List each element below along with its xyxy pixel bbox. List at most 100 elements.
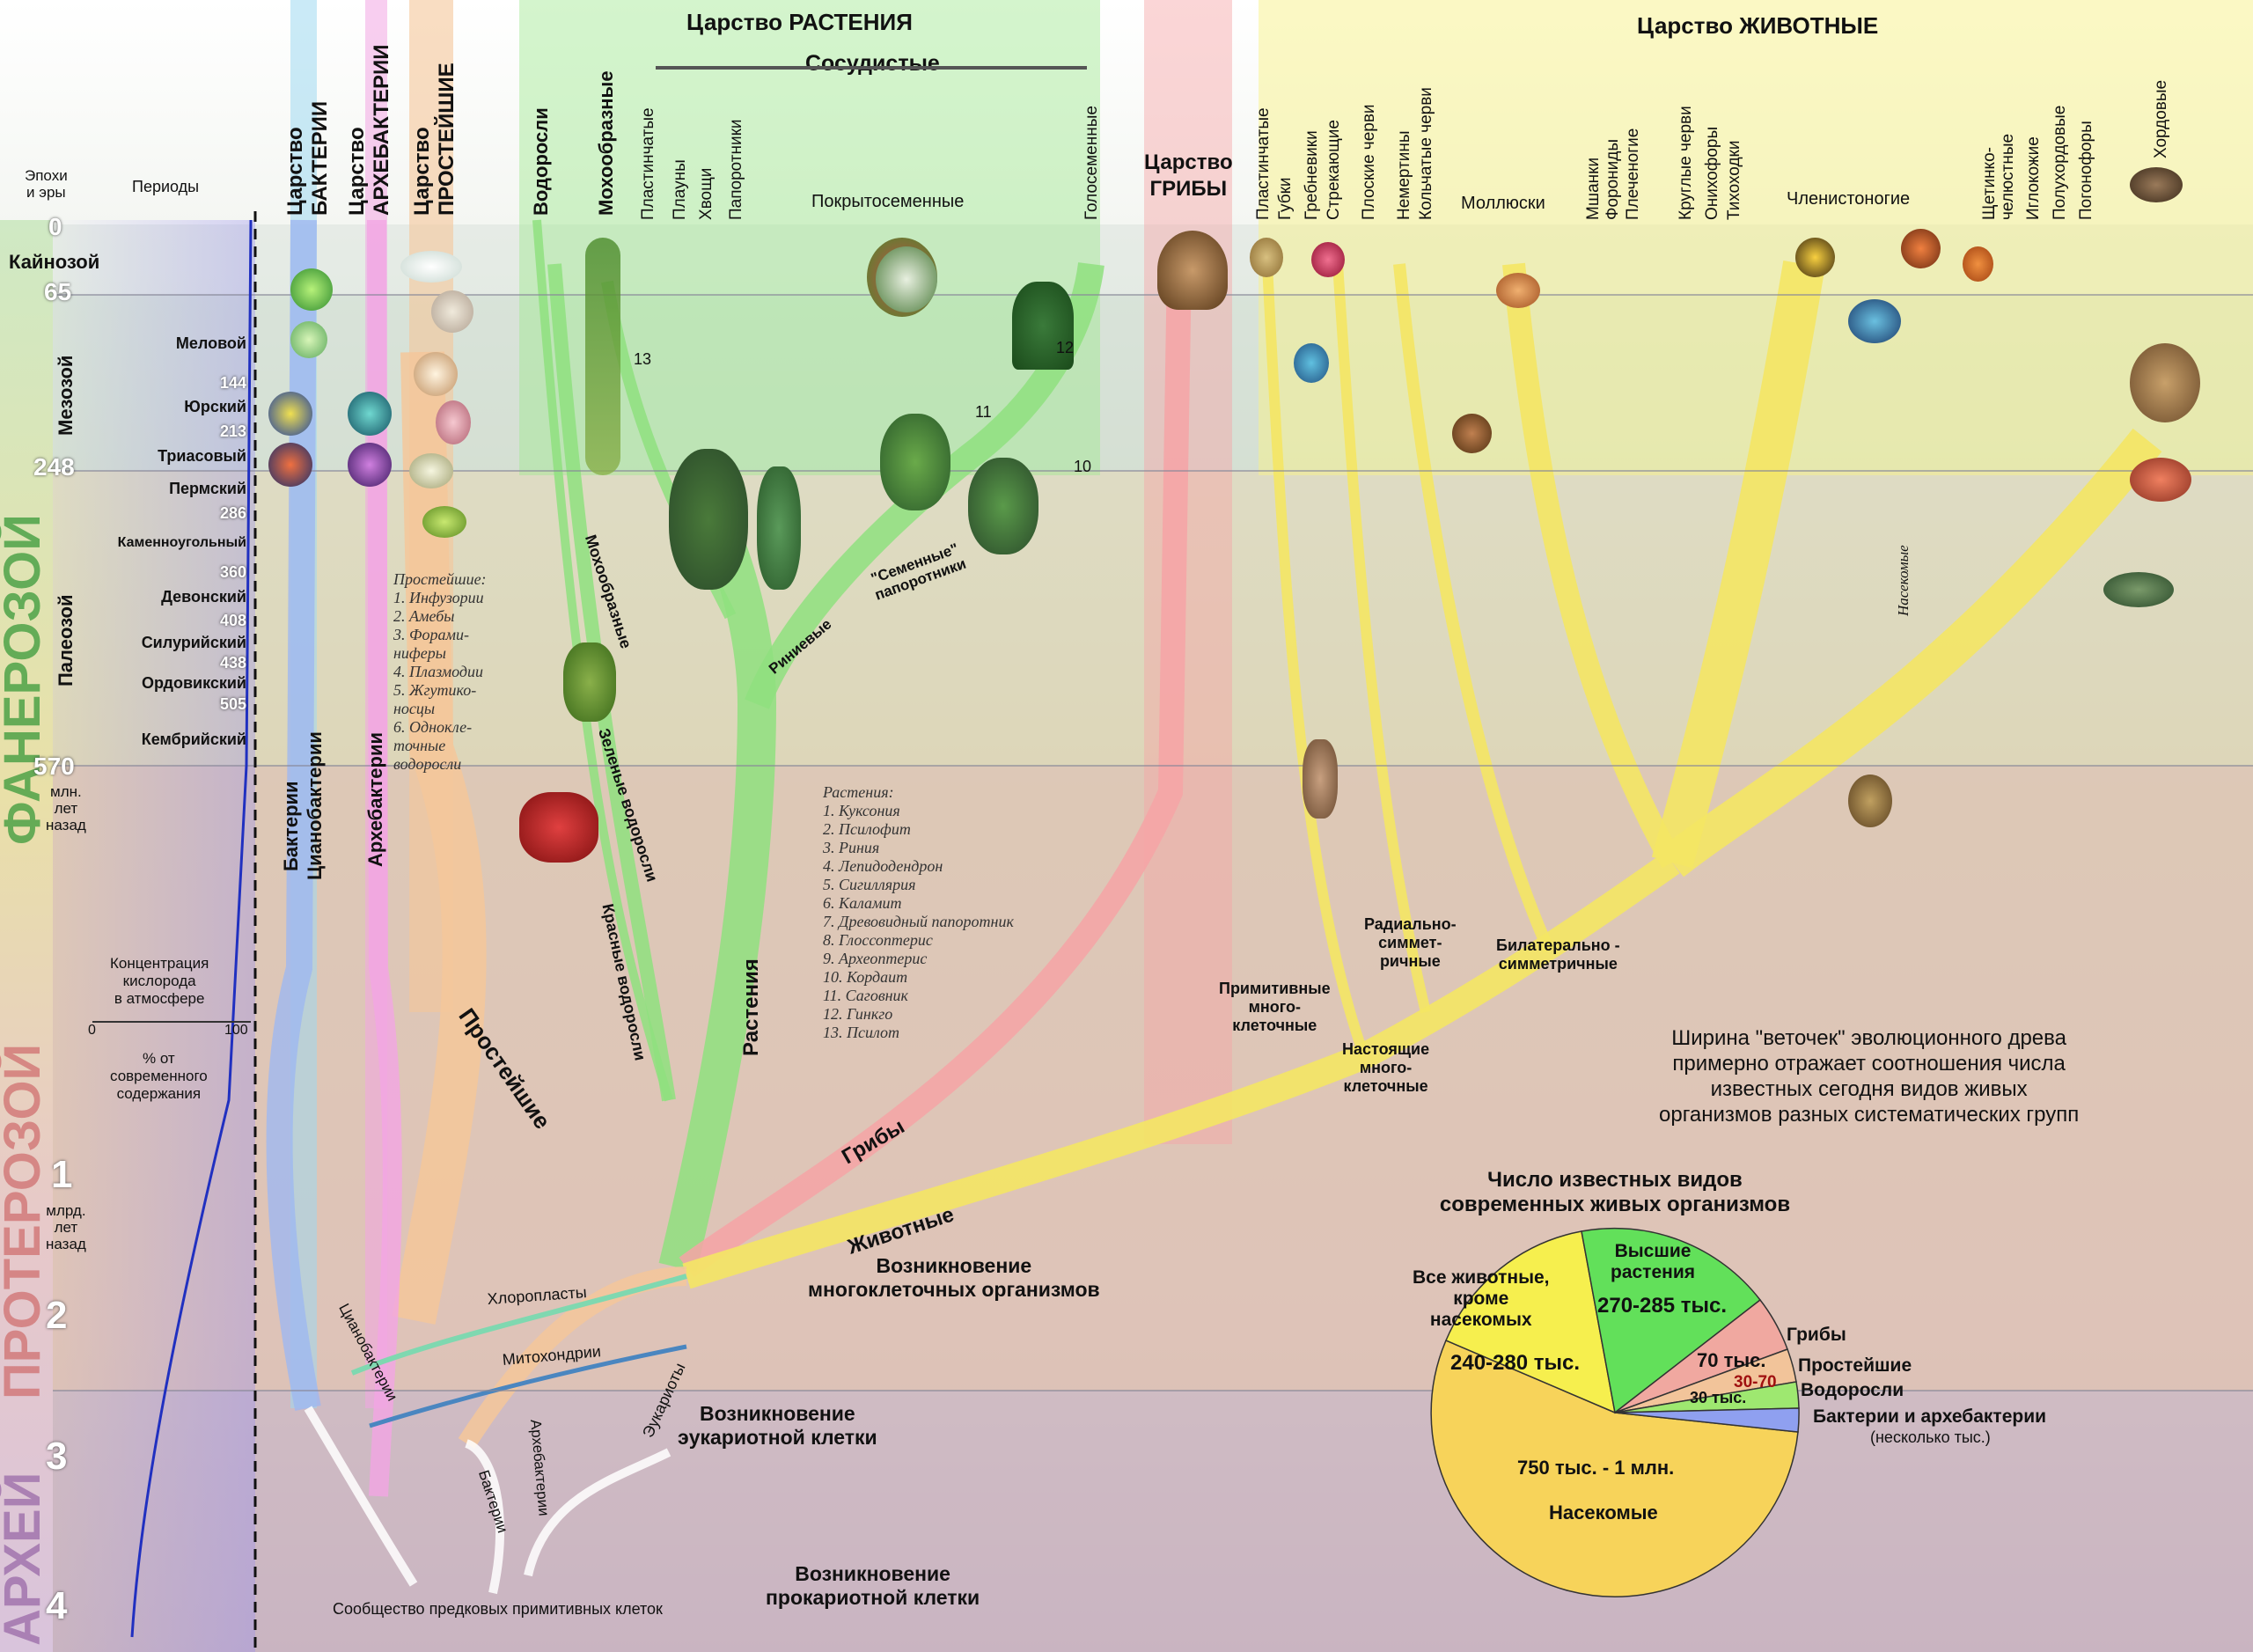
fungi-branch <box>679 263 1192 1278</box>
oxygen-min: 0 <box>88 1023 96 1038</box>
epochs-label: Эпохи и эры <box>25 167 68 201</box>
plant-col-lamellar: Пластинчатые <box>639 107 657 220</box>
event-prokaryotic: Возникновение прокариотной клетки <box>766 1562 980 1609</box>
green-alga-icon <box>563 642 616 722</box>
plants-legend-title: Растения: <box>823 783 894 801</box>
label-bilateral: Билатерально - симметричные <box>1496 936 1620 973</box>
butterfly-icon <box>1901 229 1941 268</box>
animal-col-onychophora: Онихофоры <box>1703 126 1721 220</box>
plants-legend-2: 2. Псилофит <box>823 820 911 838</box>
pie-val-bacteria: (несколько тыс.) <box>1870 1428 1991 1446</box>
plasmodium-icon <box>436 400 471 444</box>
plant-col-angiosperms: Покрытосеменные <box>811 192 965 211</box>
plant-num-13: 13 <box>634 350 652 368</box>
animal-col-annelids: Кольчатые черви <box>1417 87 1435 220</box>
plants-legend-1: 1. Куксония <box>823 802 900 819</box>
age-286: 286 <box>219 504 246 522</box>
red-algae-branch <box>532 219 673 1102</box>
unit-byr: млрд. лет назад <box>46 1202 86 1252</box>
early-animal-icon <box>1303 739 1338 819</box>
fish-icon <box>2103 572 2174 607</box>
pie-slice-animals <box>1445 1230 1616 1414</box>
period-ordovician: Ордовикский <box>141 674 246 692</box>
period-triassic: Триасовый <box>158 447 246 465</box>
amoeba-icon <box>431 290 473 333</box>
label-bacteria: Бактерии <box>280 781 302 871</box>
archaea-icon <box>348 392 392 436</box>
archaea-branch <box>367 219 402 1497</box>
sponge-branch <box>1262 263 1369 1058</box>
mushroom-icon <box>1157 231 1228 310</box>
bacteria-branch <box>266 219 321 1411</box>
period-carboniferous: Каменноугольный <box>117 535 246 550</box>
age-4: 4 <box>46 1584 68 1627</box>
anemone-icon <box>1311 242 1345 277</box>
chordate-branch <box>1660 428 2162 877</box>
protists-legend-5: 5. Жгутико- носцы <box>393 681 477 717</box>
species-pie-chart <box>1430 1227 1800 1597</box>
dinosaur-icon <box>2130 343 2200 422</box>
pie-val-algae: 30 тыс. <box>1690 1389 1747 1406</box>
plants-legend-4: 4. Лепидодендрон <box>823 857 943 875</box>
unicellular-alga-icon <box>422 506 466 538</box>
label-insects-branch: Насекомые <box>1895 545 1912 616</box>
animal-col-echinoderms: Иглокожие <box>2024 136 2043 220</box>
chloroplast-line <box>350 1274 687 1376</box>
label-cyanobacteria: Цианобактерии <box>304 731 326 880</box>
mitochondria-line <box>369 1344 687 1428</box>
era-cenozoic: Кайнозой <box>9 251 100 273</box>
oxygen-panel <box>53 220 255 1652</box>
arthropod-branch <box>1651 261 1825 869</box>
animal-col-chaetognaths: Щетинко- челюстные <box>1980 133 2017 220</box>
pie-label-insects: Насекомые <box>1549 1501 1658 1524</box>
animal-col-bryozoans: Мшанки <box>1584 157 1603 220</box>
event-multicellular: Возникновение многоклеточных организмов <box>808 1254 1100 1301</box>
animal-col-molluscs: Моллюски <box>1461 194 1545 213</box>
bee-icon <box>1795 238 1835 277</box>
protists-legend-3: 3. Форами- ниферы <box>393 626 469 662</box>
jellyfish-icon <box>1294 343 1329 383</box>
label-radial: Радиально- симмет- ричные <box>1364 915 1457 970</box>
period-devonian: Девонский <box>161 588 246 606</box>
pie-val-animals: 240-280 тыс. <box>1450 1351 1581 1375</box>
plants-legend-9: 9. Археоптерис <box>823 950 928 967</box>
label-true-multicellular: Настоящие много- клеточные <box>1342 1040 1430 1095</box>
archaeopteris-icon <box>968 458 1038 554</box>
plant-num-10: 10 <box>1074 458 1092 475</box>
animal-col-arthropods: Членистоногие <box>1787 189 1911 209</box>
label-plants-branch: Растения <box>739 958 763 1056</box>
pie-val-insects: 750 тыс. - 1 млн. <box>1517 1457 1675 1479</box>
animal-col-phoronids: Форониды <box>1604 139 1622 220</box>
plant-col-gymnosperms: Голосеменные <box>1082 106 1101 220</box>
animal-col-ctenophores: Гребневики <box>1303 130 1321 220</box>
animals-branch <box>682 851 1680 1289</box>
pie-val-fungi: 70 тыс. <box>1697 1349 1766 1371</box>
age-2: 2 <box>46 1294 68 1337</box>
plant-col-horsetails: Хвощи <box>697 167 716 220</box>
age-570: 570 <box>33 753 75 780</box>
pie-label-fungi: Грибы <box>1787 1325 1846 1345</box>
animal-col-sponges: Губки <box>1276 177 1295 220</box>
pie-val-higher-plants: 270-285 тыс. <box>1597 1294 1728 1318</box>
ammonite-icon <box>1452 414 1492 453</box>
oxygen-curve <box>130 219 253 1638</box>
protists-legend-title: Простейшие: <box>393 570 487 588</box>
plants-legend-8: 8. Глоссоптерис <box>823 931 933 949</box>
plants-branch <box>658 484 777 1273</box>
protists-legend-1: 1. Инфузории <box>393 589 484 606</box>
age-248: 248 <box>33 453 75 481</box>
vascular-bracket <box>656 66 1087 70</box>
protists-legend-6: 6. Однокле- точные водоросли <box>393 718 473 773</box>
protists-legend-2: 2. Амебы <box>393 607 455 625</box>
label-archaebacteria: Архебактерии <box>364 731 386 867</box>
infusoria-icon <box>400 251 462 283</box>
bacillus-icon <box>268 443 312 487</box>
oxygen-max: 100 <box>224 1023 248 1038</box>
placozoa-icon <box>1250 238 1283 277</box>
plants-legend-7: 7. Древовидный папоротник <box>823 913 1014 930</box>
plants-legend-3: 3. Риния <box>823 839 880 856</box>
age-0: 0 <box>48 213 62 240</box>
pie-slice-bacteria <box>1614 1407 1800 1433</box>
